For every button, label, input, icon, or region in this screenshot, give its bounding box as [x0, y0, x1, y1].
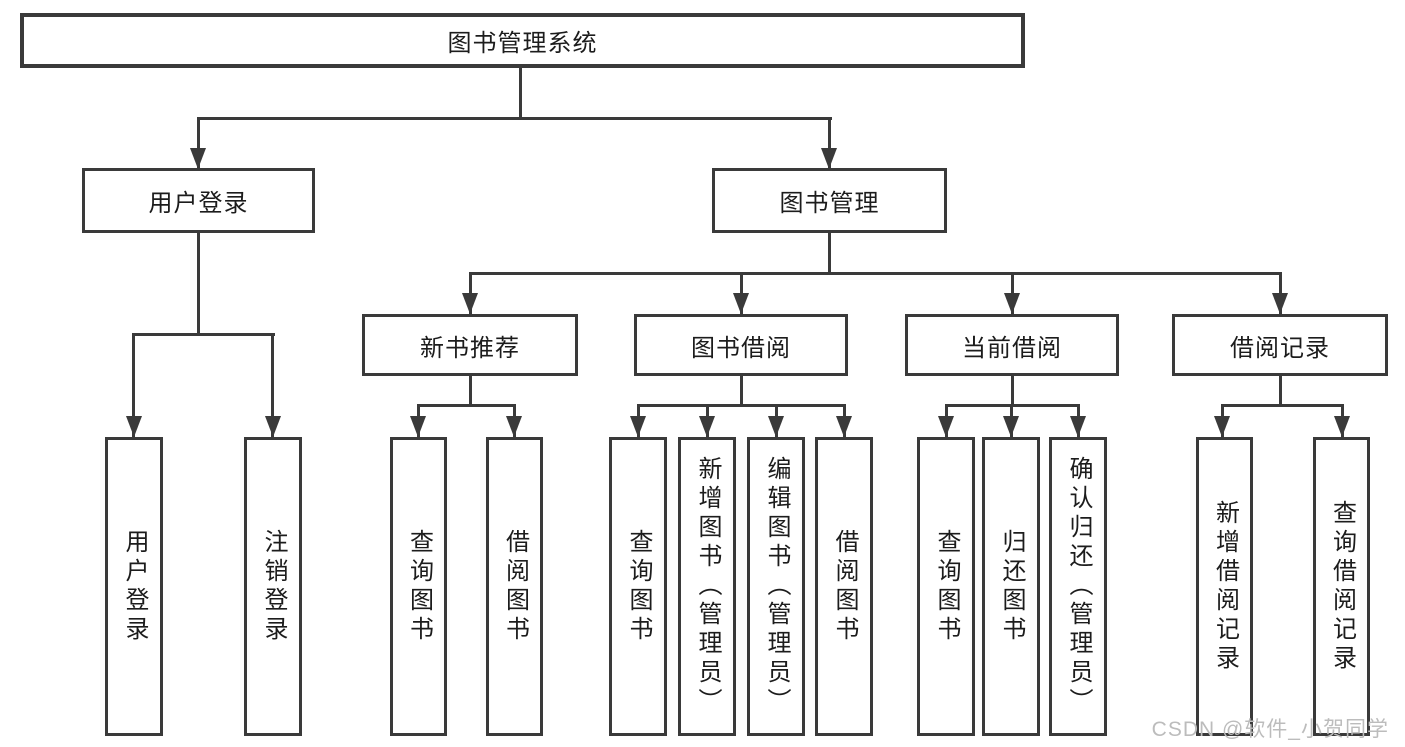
- arrowhead-down-icon: [1070, 416, 1086, 437]
- connector-line: [469, 376, 472, 407]
- arrowhead-down-icon: [265, 416, 281, 437]
- leaf-bb-add-books-admin: 新增图书（管理员）: [678, 437, 736, 736]
- leaf-logout: 注销登录: [244, 437, 302, 736]
- node-book-management: 图书管理: [712, 168, 947, 233]
- arrowhead-down-icon: [733, 293, 749, 314]
- arrowhead-down-icon: [768, 416, 784, 437]
- arrowhead-down-icon: [630, 416, 646, 437]
- arrowhead-down-icon: [836, 416, 852, 437]
- leaf-rec-borrow-books: 借阅图书: [486, 437, 543, 736]
- connector-line: [1221, 404, 1344, 407]
- leaf-br-query-record: 查询借阅记录: [1313, 437, 1370, 736]
- leaf-br-add-record: 新增借阅记录: [1196, 437, 1253, 736]
- connector-line: [469, 272, 1281, 275]
- leaf-cb-return-books: 归还图书: [982, 437, 1040, 736]
- arrowhead-down-icon: [410, 416, 426, 437]
- connector-line: [1011, 376, 1014, 407]
- arrowhead-down-icon: [1214, 416, 1230, 437]
- connector-line: [828, 233, 831, 275]
- connector-line: [197, 233, 200, 336]
- node-user-login: 用户登录: [82, 168, 315, 233]
- node-current-borrow: 当前借阅: [905, 314, 1119, 376]
- arrowhead-down-icon: [1004, 293, 1020, 314]
- connector-line: [132, 333, 135, 437]
- leaf-bb-borrow-books: 借阅图书: [815, 437, 873, 736]
- arrowhead-down-icon: [1334, 416, 1350, 437]
- connector-line: [828, 117, 831, 169]
- connector-line: [197, 117, 200, 169]
- leaf-user-login: 用户登录: [105, 437, 163, 736]
- arrowhead-down-icon: [190, 148, 206, 169]
- arrowhead-down-icon: [1003, 416, 1019, 437]
- node-book-borrow: 图书借阅: [634, 314, 848, 376]
- node-borrow-records: 借阅记录: [1172, 314, 1388, 376]
- arrowhead-down-icon: [821, 148, 837, 169]
- arrowhead-down-icon: [1272, 293, 1288, 314]
- connector-line: [740, 376, 743, 407]
- connector-line: [417, 404, 516, 407]
- leaf-bb-query-books: 查询图书: [609, 437, 667, 736]
- connector-line: [1279, 376, 1282, 407]
- arrowhead-down-icon: [126, 416, 142, 437]
- connector-line: [198, 117, 832, 120]
- leaf-rec-query-books: 查询图书: [390, 437, 447, 736]
- node-library-system: 图书管理系统: [20, 13, 1025, 68]
- node-new-book-recommend: 新书推荐: [362, 314, 578, 376]
- arrowhead-down-icon: [938, 416, 954, 437]
- arrowhead-down-icon: [699, 416, 715, 437]
- connector-line: [133, 333, 275, 336]
- leaf-cb-query-books: 查询图书: [917, 437, 975, 736]
- arrowhead-down-icon: [506, 416, 522, 437]
- connector-line: [519, 68, 522, 120]
- csdn-watermark: CSDN @软件_小贺同学: [1151, 718, 1389, 741]
- arrowhead-down-icon: [462, 293, 478, 314]
- connector-line: [637, 404, 846, 407]
- leaf-cb-confirm-return-admin: 确认归还（管理员）: [1049, 437, 1107, 736]
- connector-line: [271, 333, 274, 437]
- leaf-bb-edit-books-admin: 编辑图书（管理员）: [747, 437, 805, 736]
